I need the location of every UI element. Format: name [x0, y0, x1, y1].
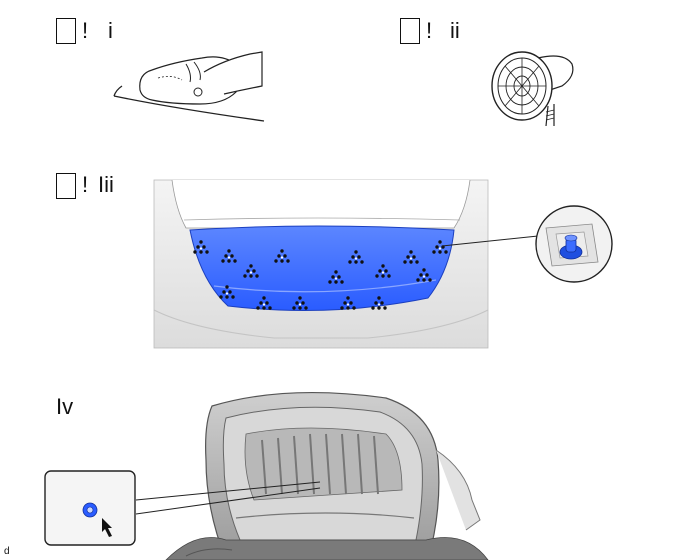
grommet-detail-callout: [44, 470, 136, 546]
clip-detail-callout: [535, 205, 613, 283]
grommet-callout-leader: [135, 481, 321, 515]
heat-gun-illustration: [491, 51, 574, 127]
wipe-cloth-illustration: [113, 51, 265, 122]
step-3-caution-mark: !: [82, 172, 89, 197]
step-2-checkbox: [400, 18, 420, 44]
step-3-checkbox: [56, 173, 76, 199]
step-1-caution-mark: !: [82, 18, 89, 43]
step-1-checkbox: [56, 18, 76, 44]
clip-callout-leader: [441, 235, 539, 247]
trunk-panel-illustration: [153, 179, 489, 349]
figure-caption: d: [4, 546, 10, 557]
step-4-label: Iv: [56, 394, 74, 419]
step-3-label: Iii: [98, 172, 114, 197]
step-2-label: ii: [450, 18, 460, 43]
step-2-caution-mark: !: [426, 18, 433, 43]
open-trunk-illustration: [165, 391, 489, 560]
step-1-label: i: [108, 18, 113, 43]
